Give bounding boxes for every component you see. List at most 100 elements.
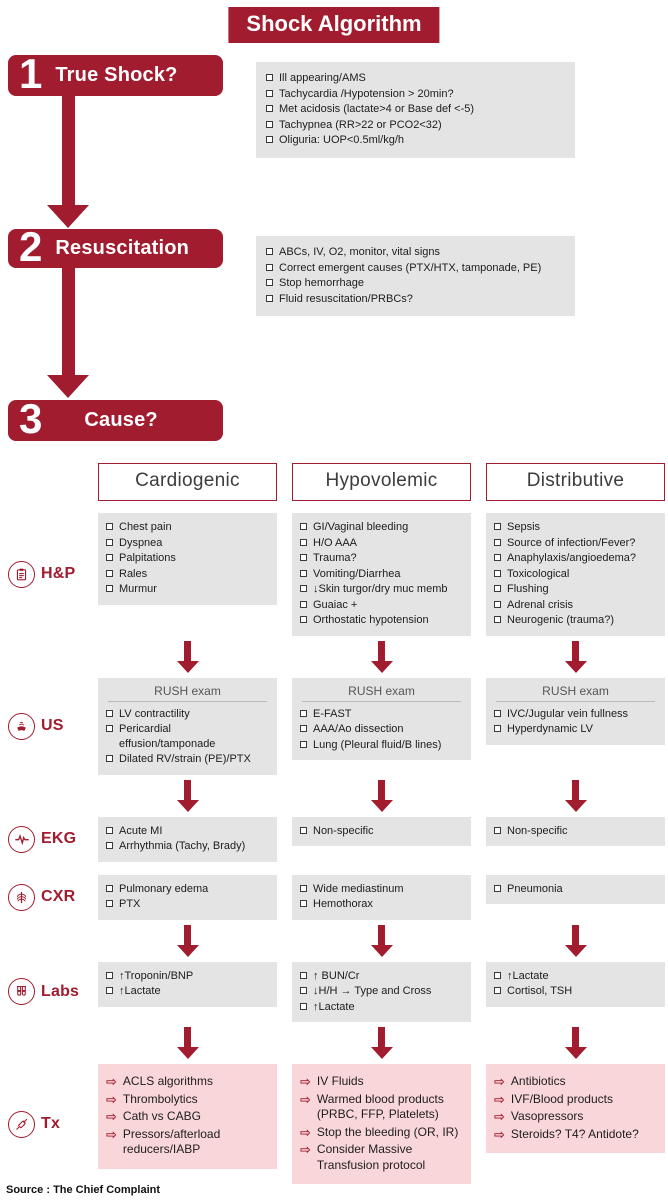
row-label-text: US: [41, 717, 64, 734]
checklist-item: Tachypnea (RR>22 or PCO2<32): [266, 118, 565, 133]
checklist-item: E-FAST: [300, 707, 463, 722]
item-text: Oliguria: UOP<0.5ml/kg/h: [279, 134, 405, 146]
checkbox-icon: [494, 616, 501, 623]
column-header-hypovolemic: Hypovolemic: [292, 463, 471, 501]
checklist-item: Neurogenic (trauma?): [494, 613, 657, 628]
flow-arrow: [98, 640, 277, 673]
labs-row: Labs ↑Troponin/BNP↑Lactate ↑ BUN/Cr↓H/H …: [0, 961, 668, 1022]
checklist-item: ↓H/H → Type and Cross: [300, 984, 463, 999]
arrow-shaft: [572, 640, 579, 661]
flow-arrow: [486, 779, 665, 812]
checkbox-icon: [494, 826, 501, 834]
checkbox-icon: [494, 538, 501, 546]
item-text: Murmur: [119, 583, 157, 595]
checkbox-icon: [494, 585, 501, 592]
arrow-cell: [486, 640, 665, 673]
arrow-cell: [292, 1027, 471, 1059]
item-text: Guaiac +: [313, 598, 358, 611]
checkbox-icon: [266, 248, 273, 255]
item-text: Consider Massive Transfusion protocol: [316, 1142, 426, 1172]
labs-hypovolemic-cell: ↑ BUN/Cr↓H/H → Type and Cross↑Lactate: [292, 961, 471, 1022]
arrow-cell: [98, 1027, 277, 1059]
item-text: Trauma?: [313, 552, 357, 564]
arrow-cell: [98, 640, 277, 673]
checkbox-icon: [300, 616, 307, 623]
checkbox-icon: [106, 987, 113, 994]
checkbox-icon: [106, 585, 113, 592]
checklist-item: Met acidosis (lactate>4 or Base def <-5): [266, 102, 565, 117]
item-text: Hemothorax: [313, 898, 373, 910]
row-label-tx: Tx: [3, 1110, 83, 1138]
arrow-bullet-icon: ⇨: [494, 1126, 505, 1142]
item-text: Fluid resuscitation/PRBCs?: [279, 292, 413, 305]
item-text: Dilated RV/strain (PE)/PTX: [119, 753, 251, 765]
item-text: ↑ BUN/Cr: [313, 969, 360, 982]
item-text: Pulmonary edema: [119, 882, 209, 895]
checkbox-icon: [494, 554, 501, 561]
item-text: Pneumonia: [507, 882, 563, 895]
treatment-item: ⇨IV Fluids: [300, 1074, 463, 1090]
item-text: E-FAST: [313, 707, 352, 720]
checklist-item: Hemothorax: [300, 897, 463, 912]
item-text: Wide mediastinum: [313, 882, 404, 895]
item-text: Chest pain: [119, 521, 172, 533]
arrow-cell: [98, 924, 277, 957]
rush-exam-header: RUSH exam: [496, 684, 655, 702]
checklist-item: Non-specific: [494, 824, 657, 839]
flow-arrow: [292, 640, 471, 673]
item-text: H/O AAA: [313, 536, 358, 549]
checklist-item: ↑ BUN/Cr: [300, 969, 463, 984]
row-label-text: Tx: [41, 1115, 61, 1132]
checklist-item: Dyspnea: [106, 536, 269, 551]
checkbox-icon: [300, 585, 307, 592]
item-text: PTX: [119, 898, 141, 910]
item-text: GI/Vaginal bleeding: [313, 521, 409, 533]
item-text: Correct emergent causes (PTX/HTX, tampon…: [279, 261, 542, 274]
tx-cardiogenic-cell: ⇨ACLS algorithms⇨Thrombolytics⇨Cath vs C…: [98, 1064, 277, 1169]
item-text: ↑Lactate: [507, 969, 549, 982]
row-label-text: CXR: [41, 888, 76, 905]
flow-arrow-step2-to-step3: [47, 268, 89, 398]
source-note: Source : The Chief Complaint: [6, 1184, 161, 1196]
flow-arrow: [292, 1027, 471, 1059]
treatment-item: ⇨Thrombolytics: [106, 1092, 269, 1108]
step-1-number: 1: [19, 49, 43, 97]
step-2-label: Resuscitation: [55, 237, 190, 259]
item-text: Tachypnea (RR>22 or PCO2<32): [279, 118, 442, 131]
item-text: LV contractility: [119, 707, 190, 720]
checklist-item: Wide mediastinum: [300, 882, 463, 897]
checklist-item: ↓Skin turgor/dry muc memb: [300, 582, 463, 597]
treatment-item: ⇨Steroids? T4? Antidote?: [494, 1127, 657, 1143]
ekg-hypovolemic-list: Non-specific: [300, 824, 463, 839]
row-label-ekg: EKG: [3, 825, 83, 853]
checklist-item: LV contractility: [106, 707, 269, 722]
checkbox-icon: [106, 826, 113, 834]
checkbox-icon: [300, 600, 307, 608]
arrow-shaft: [378, 1027, 385, 1047]
page-title: Shock Algorithm: [228, 7, 440, 43]
item-text: Cath vs CABG: [122, 1109, 201, 1123]
checkbox-icon: [300, 709, 307, 717]
item-text: Dyspnea: [119, 536, 163, 549]
checkbox-icon: [300, 569, 307, 577]
checklist-item: Sepsis: [494, 520, 657, 535]
item-text: ABCs, IV, O2, monitor, vital signs: [279, 246, 440, 258]
checklist-item: Non-specific: [300, 824, 463, 839]
item-text: Warmed blood products (PRBC, FFP, Platel…: [316, 1091, 444, 1122]
item-text: Hyperdynamic LV: [507, 723, 593, 735]
checklist-item: ↑Lactate: [106, 984, 269, 999]
checklist-item: PTX: [106, 897, 269, 912]
treatment-item: ⇨Consider Massive Transfusion protocol: [300, 1142, 463, 1173]
cxr-distributive-list: Pneumonia: [494, 882, 657, 897]
arrow-shaft: [572, 1027, 579, 1047]
checkbox-icon: [106, 725, 113, 732]
item-text: Orthostatic hypotension: [313, 614, 429, 626]
